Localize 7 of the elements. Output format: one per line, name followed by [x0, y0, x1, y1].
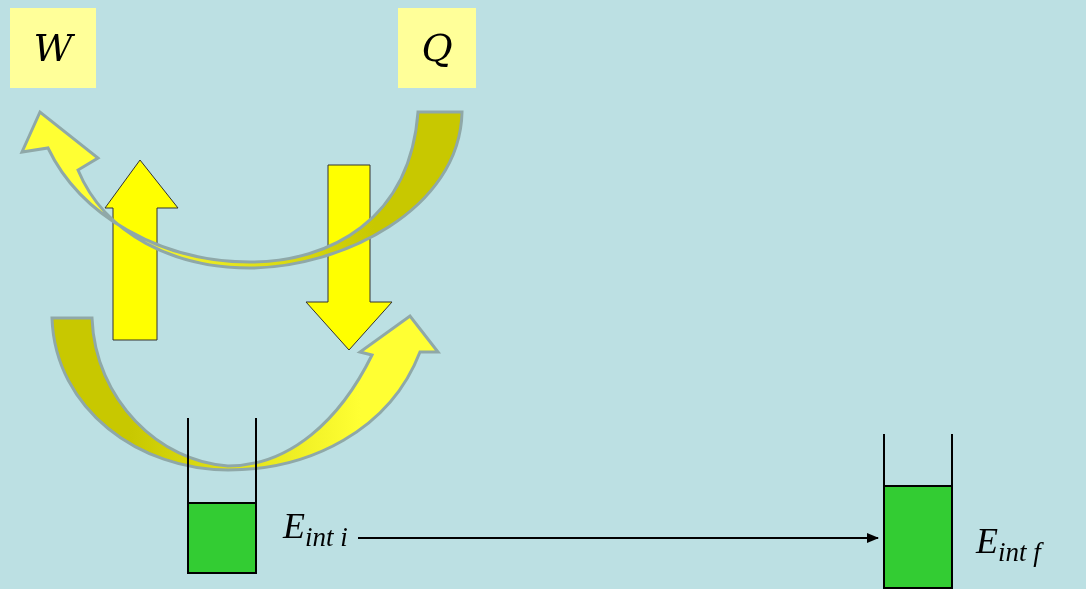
symbol-label: W	[33, 26, 73, 70]
variable-box	[398, 8, 476, 88]
symbol-label: Q	[421, 26, 453, 70]
energy-label: E$_{int i}$	[283, 505, 348, 554]
variable-box	[10, 8, 96, 88]
curved-arrow	[20, 110, 464, 270]
arrow	[357, 533, 879, 543]
